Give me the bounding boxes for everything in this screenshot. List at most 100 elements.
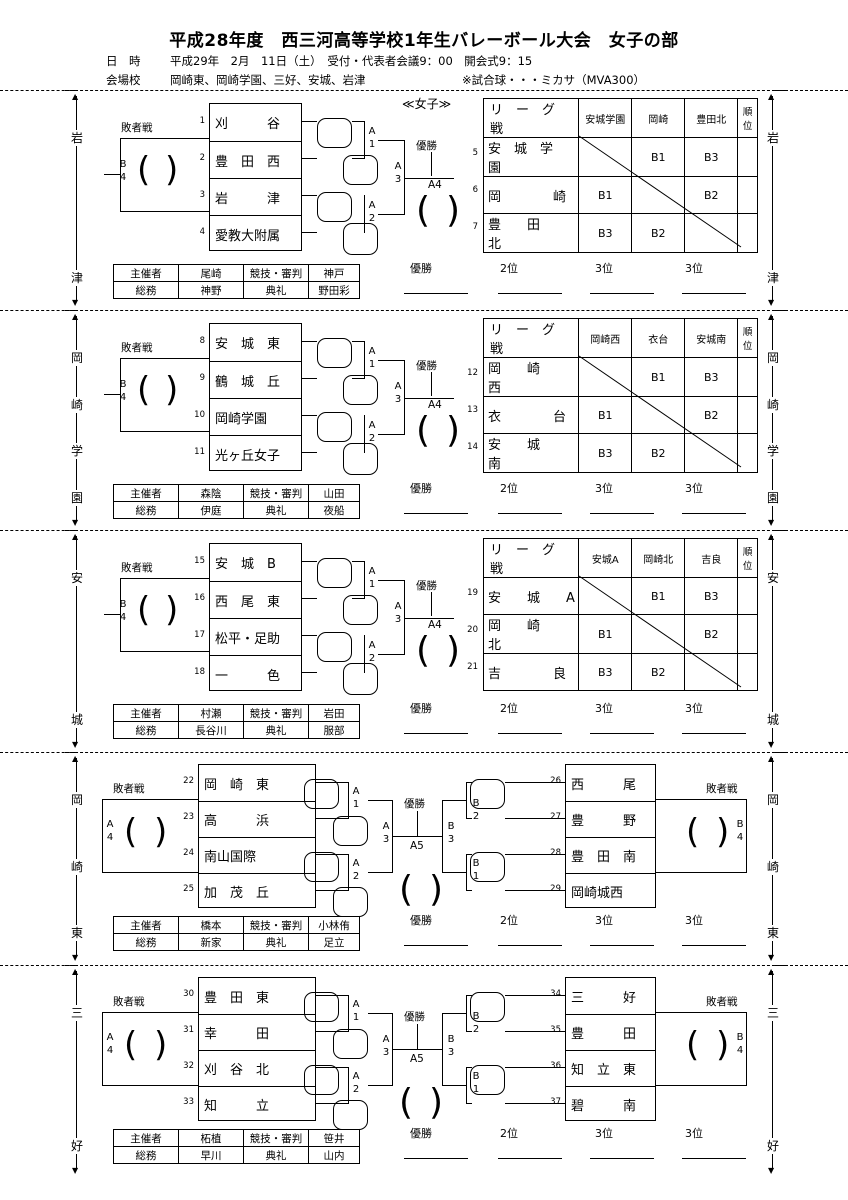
team-slot[interactable]: 幸 田 [199, 1014, 315, 1050]
rank-write-line[interactable] [590, 513, 654, 514]
score-box-final-left[interactable] [343, 155, 378, 185]
team-slot[interactable]: 豊 田 西 [210, 141, 301, 178]
team-slot[interactable]: 安 城 B [210, 544, 301, 581]
score-box-A2-upper[interactable] [317, 412, 352, 442]
bracket-line [316, 1103, 348, 1104]
team-slot[interactable]: 一 色 [210, 655, 301, 692]
score-box-final-left[interactable] [343, 375, 378, 405]
rank-write-line[interactable] [498, 293, 562, 294]
team-slot[interactable]: 三 好 [566, 978, 655, 1014]
team-slot[interactable]: 豊 野 [566, 801, 655, 837]
score-box-right-r1-upper[interactable] [470, 992, 505, 1022]
team-slot[interactable]: 豊 田 東 [199, 978, 315, 1014]
team-slot[interactable]: 岩 津 [210, 178, 301, 215]
team-slot[interactable]: 岡崎学園 [210, 398, 301, 435]
rank-write-line[interactable] [404, 733, 468, 734]
rank-write-line[interactable] [498, 733, 562, 734]
rank-write-line[interactable] [590, 945, 654, 946]
score-box-A2-upper[interactable] [317, 632, 352, 662]
team-list: 刈 谷豊 田 西岩 津愛教大附属 [209, 103, 302, 251]
score-box-left-r1-upper[interactable] [304, 779, 339, 809]
score-box-left-r1-bottom[interactable] [333, 1100, 368, 1130]
team-slot[interactable]: 西 尾 [566, 765, 655, 801]
rank-write-line[interactable] [498, 513, 562, 514]
team-slot[interactable]: 岡崎城西 [566, 873, 655, 909]
team-slot[interactable]: 愛教大附属 [210, 215, 301, 252]
team-slot[interactable]: 知 立 東 [566, 1050, 655, 1086]
rank-write-line[interactable] [682, 733, 746, 734]
league-match-cell[interactable] [631, 396, 686, 434]
score-box-right-r1-upper[interactable] [470, 779, 505, 809]
score-box-A2-upper[interactable] [317, 192, 352, 222]
league-match-cell[interactable]: B2 [684, 176, 739, 214]
score-box-left-r1-upper[interactable] [304, 992, 339, 1022]
team-slot[interactable]: 鶴 城 丘 [210, 361, 301, 398]
score-box-A2-lower[interactable] [343, 443, 378, 475]
league-match-cell[interactable]: B2 [631, 653, 686, 691]
score-box-A1-upper[interactable] [317, 338, 352, 368]
rank-write-line[interactable] [498, 1158, 562, 1159]
team-slot[interactable]: 豊 田 南 [566, 837, 655, 873]
score-box-left-r1-lower[interactable] [304, 852, 339, 882]
score-box-final-left[interactable] [343, 595, 378, 625]
team-slot[interactable]: 西 尾 東 [210, 581, 301, 618]
league-match-cell[interactable]: B2 [631, 433, 686, 473]
league-match-cell[interactable]: B3 [684, 357, 739, 397]
league-match-cell[interactable]: B2 [684, 614, 739, 654]
team-slot[interactable]: 安 城 東 [210, 324, 301, 361]
league-match-cell[interactable]: B2 [631, 213, 686, 253]
team-slot[interactable]: 松平・足助 [210, 618, 301, 655]
league-match-cell[interactable]: B3 [578, 433, 633, 473]
team-slot[interactable]: 刈 谷 [210, 104, 301, 141]
venue-side-label-left: 学 [69, 443, 85, 460]
league-match-cell[interactable]: B3 [684, 577, 739, 615]
score-box-left-r1-mid[interactable] [333, 816, 368, 846]
league-match-cell[interactable] [684, 653, 739, 691]
rank-third-label: 3位 [595, 482, 613, 495]
league-match-cell[interactable] [578, 357, 633, 397]
score-box-A1-upper[interactable] [317, 558, 352, 588]
league-match-cell[interactable]: B1 [578, 396, 633, 434]
team-slot[interactable]: 南山国際 [199, 837, 315, 873]
rank-write-line[interactable] [682, 513, 746, 514]
team-slot[interactable]: 知 立 [199, 1086, 315, 1122]
rank-write-line[interactable] [590, 1158, 654, 1159]
team-slot[interactable]: 岡 崎 東 [199, 765, 315, 801]
league-rank-cell[interactable] [737, 653, 758, 691]
league-rank-cell[interactable] [737, 213, 758, 253]
rank-write-line[interactable] [590, 733, 654, 734]
league-match-cell[interactable] [684, 433, 739, 473]
team-seed-number: 17 [194, 629, 205, 640]
rank-write-line[interactable] [404, 293, 468, 294]
score-box-A2-lower[interactable] [343, 663, 378, 695]
score-box-left-r1-bottom[interactable] [333, 887, 368, 917]
score-box-right-r1-lower[interactable] [470, 1065, 505, 1095]
team-slot[interactable]: 豊 田 [566, 1014, 655, 1050]
team-slot[interactable]: 高 浜 [199, 801, 315, 837]
league-match-cell[interactable]: B1 [578, 176, 633, 214]
team-slot[interactable]: 碧 南 [566, 1086, 655, 1122]
rank-write-line[interactable] [498, 945, 562, 946]
score-box-left-r1-mid[interactable] [333, 1029, 368, 1059]
team-slot[interactable]: 刈 谷 北 [199, 1050, 315, 1086]
rank-write-line[interactable] [682, 945, 746, 946]
league-match-cell[interactable] [578, 137, 633, 177]
score-bracket-close: ) [716, 1025, 730, 1065]
rank-write-line[interactable] [404, 1158, 468, 1159]
score-box-left-r1-lower[interactable] [304, 1065, 339, 1095]
rank-write-line[interactable] [590, 293, 654, 294]
league-match-cell[interactable]: B3 [578, 213, 633, 253]
score-box-A1-upper[interactable] [317, 118, 352, 148]
league-match-cell[interactable] [684, 213, 739, 253]
rank-write-line[interactable] [404, 513, 468, 514]
league-match-cell[interactable]: B1 [631, 137, 686, 177]
rank-write-line[interactable] [682, 1158, 746, 1159]
officials-general-name: 新家 [178, 933, 244, 951]
rank-write-line[interactable] [682, 293, 746, 294]
team-slot[interactable]: 加 茂 丘 [199, 873, 315, 909]
score-box-A2-lower[interactable] [343, 223, 378, 255]
score-box-right-r1-lower[interactable] [470, 852, 505, 882]
team-slot[interactable]: 光ヶ丘女子 [210, 435, 301, 472]
rank-write-line[interactable] [404, 945, 468, 946]
league-rank-cell[interactable] [737, 433, 758, 473]
